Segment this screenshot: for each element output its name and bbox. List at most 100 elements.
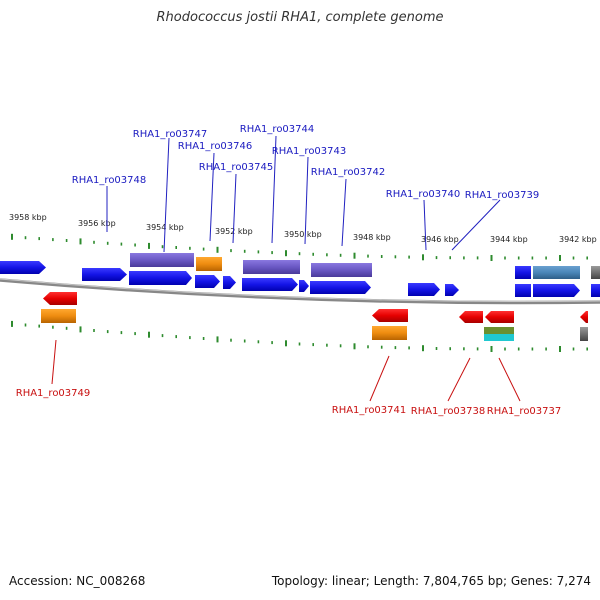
gene-arrow[interactable]: [515, 284, 531, 297]
scale-tick: [65, 239, 68, 242]
gene-label[interactable]: RHA1_ro03738: [411, 406, 486, 417]
feature-grey[interactable]: [591, 266, 600, 279]
scale-tick: [353, 343, 356, 350]
scale-tick: [161, 334, 164, 338]
scale-label: 3946 kbp: [421, 235, 459, 244]
scale-tick: [257, 340, 260, 344]
scale-tick: [134, 243, 136, 247]
scale-label: 3950 kbp: [284, 230, 322, 239]
genome-summary-text: Topology: linear; Length: 7,804,765 bp; …: [271, 574, 591, 588]
scale-tick: [243, 339, 246, 343]
scale-tick: [189, 246, 191, 250]
feature-cyan[interactable]: [484, 334, 514, 341]
scale-tick: [93, 329, 95, 332]
feature-olive[interactable]: [484, 327, 514, 334]
gene-label[interactable]: RHA1_ro03748: [72, 175, 147, 186]
scale-tick: [435, 256, 438, 260]
gene-label[interactable]: RHA1_ro03744: [240, 124, 315, 135]
scale-tick: [24, 236, 27, 240]
feature-steelblue[interactable]: [533, 266, 580, 279]
gene-label[interactable]: RHA1_ro03739: [465, 190, 540, 201]
scale-tick: [148, 242, 150, 249]
scale-tick: [408, 255, 410, 259]
scale-tick: [38, 324, 40, 328]
gene-arrow[interactable]: [0, 261, 46, 274]
scale-tick: [257, 250, 260, 254]
scale-tick: [271, 341, 273, 345]
scale-tick: [326, 343, 328, 347]
gene-label[interactable]: RHA1_ro03743: [272, 146, 347, 157]
gene-arrow[interactable]: [43, 292, 77, 305]
scale-tick: [161, 245, 164, 249]
gene-arrow[interactable]: [445, 284, 459, 296]
scale-label: 3944 kbp: [490, 235, 528, 244]
scale-tick: [339, 344, 342, 348]
gene-arrow[interactable]: [533, 284, 580, 297]
scale-tick: [175, 246, 177, 249]
scale-ticks-lower: [11, 320, 588, 352]
gene-arrow[interactable]: [242, 278, 298, 291]
scale-tick: [572, 347, 575, 351]
scale-tick: [298, 342, 301, 346]
feature-grey[interactable]: [580, 327, 588, 341]
scale-tick: [148, 331, 150, 338]
gene-label[interactable]: RHA1_ro03740: [386, 189, 461, 200]
gene-label[interactable]: RHA1_ro03747: [133, 129, 208, 140]
gene-arrow[interactable]: [223, 276, 236, 289]
scale-tick: [531, 347, 534, 351]
scale-tick: [79, 326, 82, 333]
gene-arrow[interactable]: [485, 311, 514, 323]
scale-tick: [52, 325, 54, 329]
gene-label[interactable]: RHA1_ro03741: [332, 405, 407, 416]
leader-line: [423, 199, 427, 251]
gene-arrow[interactable]: [129, 271, 192, 285]
gene-arrow[interactable]: [408, 283, 440, 296]
leader-line: [304, 156, 309, 245]
gene-arrow[interactable]: [580, 311, 588, 323]
gene-label[interactable]: RHA1_ro03737: [487, 406, 562, 417]
scale-tick: [586, 347, 588, 351]
gene-arrow[interactable]: [82, 268, 127, 281]
scale-tick: [353, 252, 356, 259]
feature-orange[interactable]: [196, 257, 222, 271]
gene-arrow[interactable]: [299, 280, 309, 292]
scale-tick: [120, 331, 123, 335]
scale-tick: [476, 256, 479, 260]
scale-tick: [380, 255, 383, 258]
gene-arrow[interactable]: [310, 281, 371, 294]
gene-label[interactable]: RHA1_ro03742: [311, 167, 386, 178]
scale-tick: [120, 242, 123, 246]
scale-tick: [339, 253, 342, 257]
scale-tick: [380, 345, 383, 349]
scale-tick: [271, 251, 273, 255]
reverse-genes: [43, 292, 588, 323]
feature-purple[interactable]: [243, 260, 300, 274]
scale-tick: [422, 254, 424, 261]
feature-purple[interactable]: [130, 253, 194, 267]
feature-purple[interactable]: [311, 263, 372, 277]
gene-label[interactable]: RHA1_ro03745: [199, 162, 274, 173]
gene-label[interactable]: RHA1_ro03749: [16, 388, 91, 399]
feature-orange[interactable]: [41, 309, 76, 323]
scale-tick: [285, 250, 287, 257]
scale-tick: [79, 238, 82, 245]
gene-arrow[interactable]: [591, 284, 600, 297]
gene-arrow[interactable]: [459, 311, 483, 323]
scale-tick: [312, 252, 314, 256]
scale-tick: [11, 233, 13, 240]
scale-tick: [367, 345, 369, 349]
forward-leader-lines: [106, 135, 501, 253]
gene-arrow[interactable]: [372, 309, 408, 322]
leader-line: [271, 135, 277, 244]
scale-tick: [504, 347, 506, 351]
gene-arrow[interactable]: [195, 275, 220, 288]
leader-line: [341, 178, 347, 247]
scale-tick: [572, 256, 575, 260]
scale-tick: [559, 255, 561, 261]
feature-orange[interactable]: [372, 326, 407, 340]
scale-tick: [202, 337, 205, 340]
leader-line: [498, 357, 521, 402]
gene-box[interactable]: [515, 266, 531, 279]
gene-label[interactable]: RHA1_ro03746: [178, 141, 253, 152]
